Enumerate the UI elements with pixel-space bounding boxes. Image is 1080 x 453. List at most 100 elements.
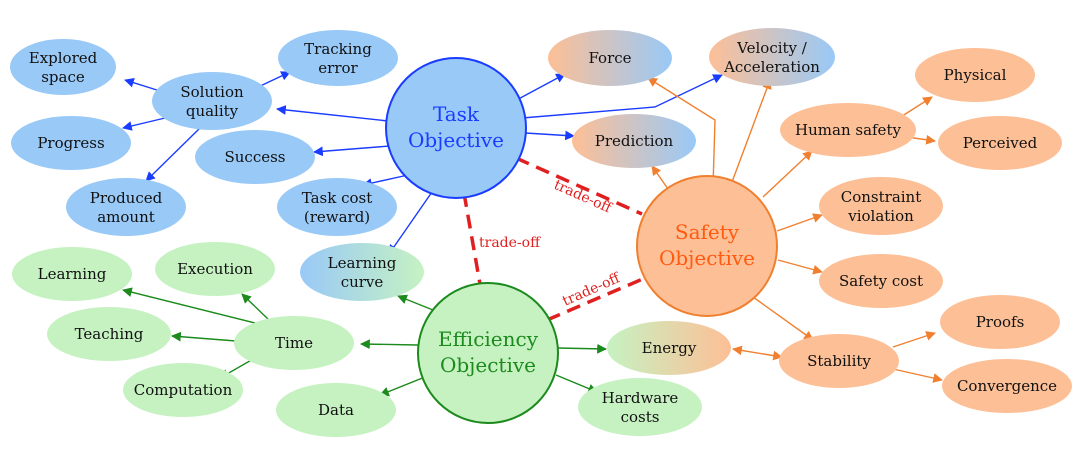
edge-solution-explored-space <box>124 77 161 92</box>
svg-text:Convergence: Convergence <box>957 377 1057 395</box>
tradeoff-task-safety-line <box>515 156 643 216</box>
node-time: Time <box>234 316 354 370</box>
svg-text:error: error <box>318 59 358 77</box>
node-teaching: Teaching <box>47 307 171 361</box>
svg-text:Objective: Objective <box>408 128 504 152</box>
node-solution-quality: Solution quality <box>152 72 272 130</box>
edge-task-success <box>313 145 391 157</box>
svg-text:space: space <box>41 68 85 86</box>
svg-text:amount: amount <box>97 208 155 226</box>
edge-task-velocity <box>521 74 723 119</box>
node-explored-space: Explored space <box>10 39 116 95</box>
tradeoff-edges <box>462 156 646 322</box>
hub-task-objective: Task Objective <box>385 57 527 199</box>
node-success: Success <box>195 130 315 184</box>
svg-text:Execution: Execution <box>177 260 253 278</box>
svg-text:quality: quality <box>186 102 239 120</box>
edge-safety-velocity <box>731 79 772 183</box>
edge-safety-cost <box>777 259 823 275</box>
node-learning-curve: Learning curve <box>300 243 424 301</box>
edge-safety-stability <box>752 296 814 341</box>
svg-text:Tracking: Tracking <box>304 40 372 58</box>
svg-text:costs: costs <box>621 408 660 426</box>
svg-text:Force: Force <box>588 49 631 67</box>
node-hardware-costs: Hardware costs <box>578 378 702 436</box>
svg-text:Physical: Physical <box>944 66 1007 84</box>
edge-time-learning <box>122 287 264 326</box>
node-data: Data <box>276 383 396 437</box>
node-progress: Progress <box>11 116 131 170</box>
svg-text:Produced: Produced <box>90 189 163 207</box>
node-learning: Learning <box>12 247 132 301</box>
node-tracking-error: Tracking error <box>278 30 398 86</box>
safety-edges <box>647 77 943 383</box>
hub-efficiency-objective: Efficiency Objective <box>417 282 559 424</box>
svg-text:Explored: Explored <box>29 49 98 67</box>
edge-eff-time <box>360 339 419 350</box>
edge-task-learning-curve <box>388 191 433 255</box>
tradeoff-task-efficiency-line <box>462 192 482 285</box>
svg-text:Task: Task <box>433 102 480 126</box>
tradeoff-task-efficiency-label: trade-off <box>479 235 541 251</box>
node-constraint-violation: Constraint violation <box>819 177 943 235</box>
edge-task-prediction <box>524 130 575 141</box>
svg-text:Objective: Objective <box>659 246 755 270</box>
svg-text:Learning: Learning <box>38 265 107 283</box>
svg-text:Prediction: Prediction <box>595 132 674 150</box>
svg-text:Safety cost: Safety cost <box>839 272 923 290</box>
edge-solution-produced-amount <box>145 127 201 182</box>
svg-text:violation: violation <box>847 207 914 225</box>
node-execution: Execution <box>155 242 275 296</box>
node-prediction: Prediction <box>572 114 696 168</box>
node-velocity-acceleration: Velocity / Acceleration <box>709 28 835 86</box>
node-human-safety: Human safety <box>780 103 916 157</box>
node-proofs: Proofs <box>940 295 1060 349</box>
edge-eff-hardware <box>555 374 598 394</box>
node-safety-cost: Safety cost <box>819 254 943 308</box>
edge-safety-human-safety <box>762 150 813 198</box>
svg-text:Solution: Solution <box>180 83 244 101</box>
tradeoff-safety-efficiency-line <box>546 276 646 322</box>
svg-text:Velocity /: Velocity / <box>736 39 808 57</box>
svg-text:Acceleration: Acceleration <box>723 58 820 76</box>
svg-text:Hardware: Hardware <box>602 389 679 407</box>
svg-text:Safety: Safety <box>675 220 740 244</box>
svg-text:Data: Data <box>318 401 354 419</box>
node-task-cost: Task cost (reward) <box>277 178 397 236</box>
svg-text:Energy: Energy <box>642 339 697 357</box>
edge-stability-proofs <box>892 331 936 348</box>
edge-task-solution-quality <box>276 105 389 122</box>
node-physical: Physical <box>915 48 1035 102</box>
node-computation: Computation <box>123 363 243 417</box>
svg-text:Progress: Progress <box>37 134 104 152</box>
svg-text:Proofs: Proofs <box>976 313 1025 331</box>
node-force: Force <box>548 30 672 86</box>
svg-text:Task cost: Task cost <box>302 189 373 207</box>
svg-text:Success: Success <box>224 148 285 166</box>
edge-solution-progress <box>122 117 166 131</box>
svg-text:Perceived: Perceived <box>963 134 1038 152</box>
edge-eff-energy <box>556 343 607 354</box>
edge-time-execution <box>241 293 270 321</box>
edge-safety-force <box>647 77 716 188</box>
node-energy: Energy <box>607 321 731 375</box>
svg-text:Constraint: Constraint <box>841 188 922 206</box>
edge-safety-constraint <box>776 213 823 232</box>
edge-stability-convergence <box>892 368 943 383</box>
edge-time-teaching <box>171 331 237 342</box>
node-perceived: Perceived <box>938 116 1062 170</box>
node-produced-amount: Produced amount <box>66 178 186 236</box>
node-convergence: Convergence <box>942 359 1072 413</box>
edge-eff-data <box>379 374 431 397</box>
svg-text:Time: Time <box>275 334 313 352</box>
svg-text:Learning: Learning <box>328 254 397 272</box>
node-stability: Stability <box>779 334 899 388</box>
hub-safety-objective: Safety Objective <box>636 175 778 317</box>
edge-stability-energy <box>732 345 783 361</box>
svg-text:Teaching: Teaching <box>75 325 144 343</box>
edge-eff-learning-curve <box>397 294 434 311</box>
edge-safety-prediction <box>651 165 669 190</box>
efficiency-edges <box>122 287 607 397</box>
svg-text:curve: curve <box>341 273 384 291</box>
